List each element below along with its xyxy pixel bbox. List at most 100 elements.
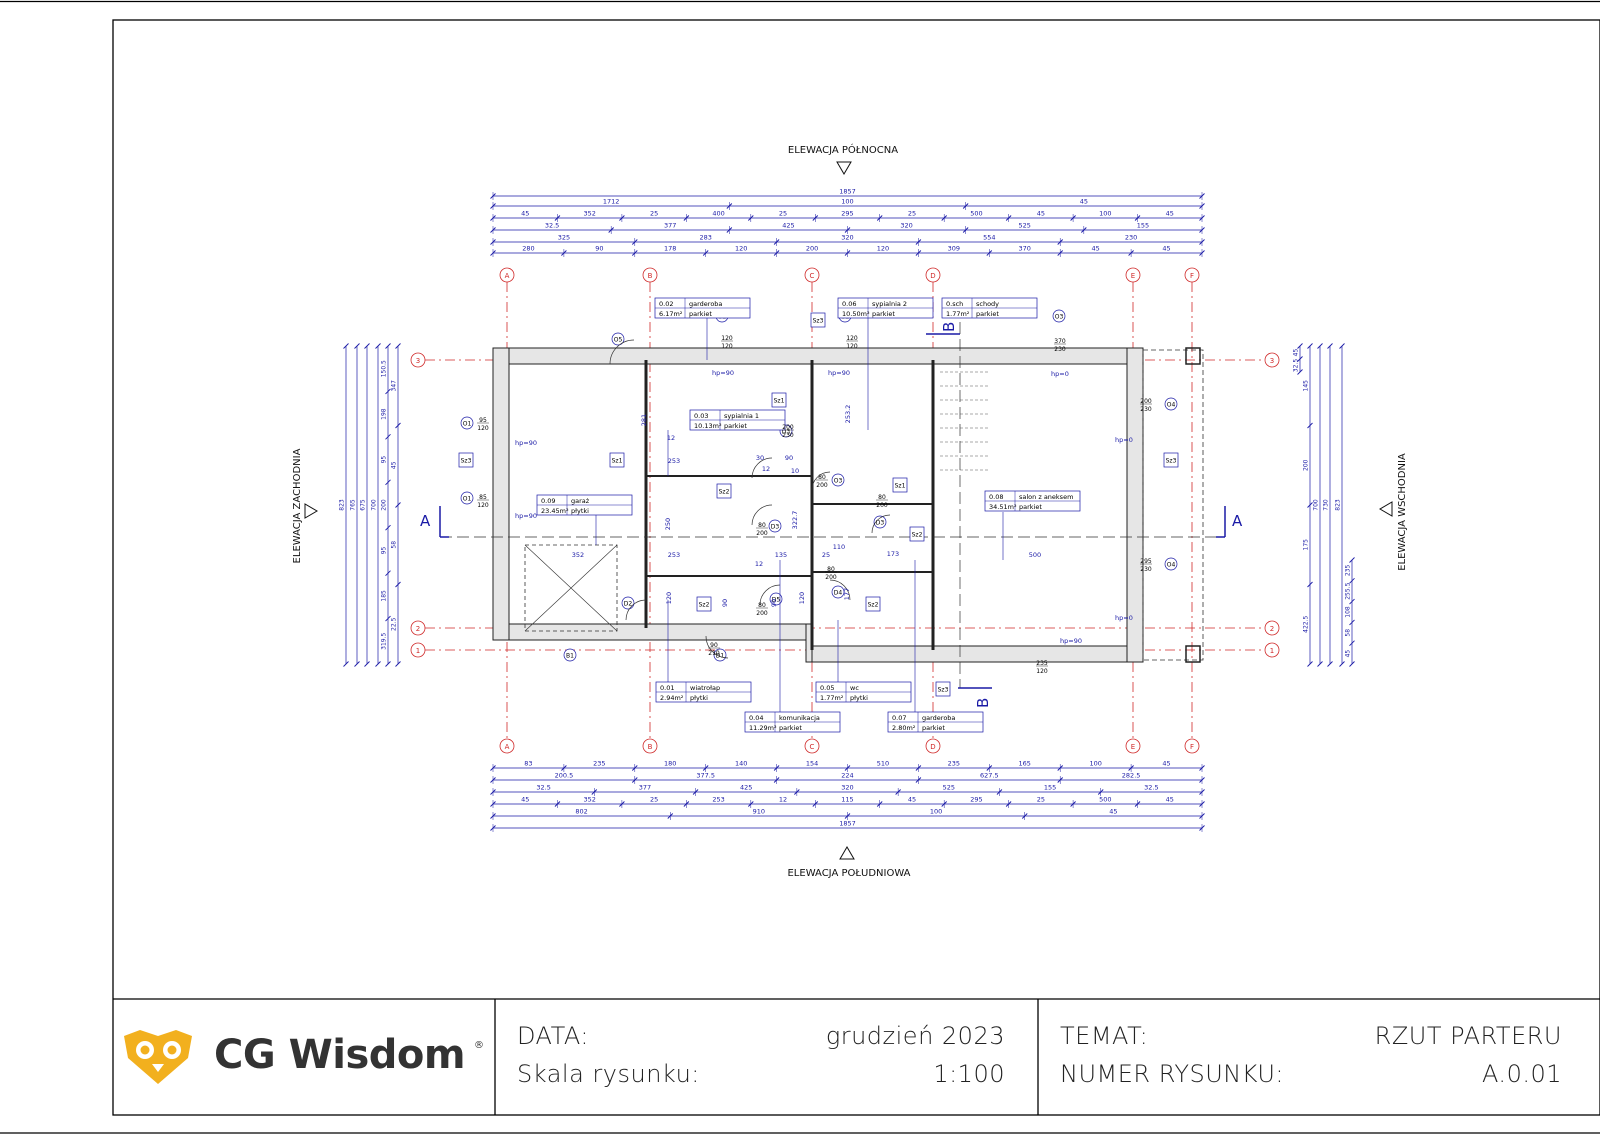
dimension-label: 295 <box>970 796 982 804</box>
room-name: sypialnia 1 <box>724 412 759 420</box>
room-name: komunikacja <box>779 714 820 722</box>
opening-label: D2 <box>624 601 633 608</box>
dimension-label: 90 <box>595 245 603 253</box>
axis-letter: C <box>810 272 815 280</box>
elevation-south-label: ELEWACJA POŁUDNIOWA <box>787 868 910 879</box>
axis-bubble <box>925 738 941 754</box>
room-number: 0.03 <box>694 412 708 420</box>
dimension-label: 525 <box>1019 222 1031 230</box>
dimension-label: 253 <box>712 796 724 804</box>
dimension-label: 178 <box>664 245 676 253</box>
dimension-tick <box>1349 598 1355 605</box>
symbol-box <box>865 596 881 612</box>
dimension-label: 155 <box>1137 222 1149 230</box>
opening-width: 120 <box>721 335 733 342</box>
room-area: 6.17m² <box>659 310 683 318</box>
dimension-tick <box>1317 343 1323 349</box>
symbol-label: Sz3 <box>938 687 949 694</box>
scale-value: 1:100 <box>933 1060 1005 1088</box>
opening-height: 210 <box>708 650 720 657</box>
opening-width: 200 <box>1140 398 1152 405</box>
opening-label: B1 <box>566 653 574 660</box>
dimension-label: 25 <box>908 210 916 218</box>
room-area: 11.29m² <box>749 724 777 732</box>
opening-label: D3 <box>782 429 791 436</box>
dimension-label-vertical: 700 <box>1313 499 1320 511</box>
dimension-label-vertical: 319.5 <box>381 633 388 650</box>
interior-dimension: 352 <box>572 551 584 559</box>
floor-level-marker: hp=90 <box>515 439 537 447</box>
dimension-tick <box>1339 661 1345 667</box>
dimension-label: 1857 <box>839 188 856 196</box>
opening-height: 230 <box>1140 566 1152 573</box>
floor-level-marker: hp=90 <box>1060 637 1082 645</box>
dimension-label-vertical: 730 <box>1323 499 1330 511</box>
floor-level-marker: hp=0 <box>1115 436 1133 444</box>
opening-marker <box>873 515 887 529</box>
wall-south-west <box>492 623 807 641</box>
dimension-label-vertical: 45 <box>391 461 398 469</box>
door-swing <box>759 584 781 606</box>
axis-bubble <box>1264 352 1280 368</box>
dimension-label: 320 <box>841 784 853 792</box>
opening-marker <box>769 592 783 606</box>
dimension-label: 280 <box>522 245 534 253</box>
dimension-label: 510 <box>877 760 889 768</box>
elevation-east-label: ELEWACJA WSCHODNIA <box>1397 453 1408 571</box>
dimension-tick <box>385 615 391 622</box>
dimension-label: 235 <box>948 760 960 768</box>
dimension-label-vertical: 823 <box>1335 499 1342 511</box>
room-number: 0.sch <box>946 300 963 308</box>
dimension-label: 377 <box>639 784 651 792</box>
opening-marker <box>831 585 845 599</box>
dimension-label: 230 <box>1125 234 1137 242</box>
drawing-frame <box>112 19 1600 1116</box>
elevation-north-marker <box>836 161 852 175</box>
dimension-tick <box>385 570 391 576</box>
owl-logo-icon <box>124 1030 192 1084</box>
dimension-tick <box>364 343 370 349</box>
dimension-label: 100 <box>930 808 942 816</box>
room-floor: płytki <box>571 507 589 515</box>
dimension-label: 377.5 <box>696 772 715 780</box>
symbol-label: Sz3 <box>461 458 472 465</box>
opening-marker <box>713 648 727 662</box>
axis-letter: A <box>505 272 510 280</box>
dimension-label: 1712 <box>603 198 620 206</box>
room-floor: parkiet <box>976 310 999 318</box>
dimension-tick <box>364 661 370 667</box>
opening-marker <box>831 473 845 487</box>
room-floor: parkiet <box>724 422 747 430</box>
dimension-label-vertical: 255.5 <box>1345 582 1352 599</box>
section-label-a: A <box>1232 512 1243 530</box>
registered-mark: ® <box>474 1040 484 1051</box>
interior-dimension: 90 <box>721 599 729 607</box>
dimension-label: 165 <box>1019 760 1031 768</box>
dimension-label: 45 <box>1037 210 1045 218</box>
room-number: 0.04 <box>749 714 763 722</box>
room-number: 0.07 <box>892 714 906 722</box>
interior-dimension: 12 <box>667 434 675 442</box>
dimension-tick <box>385 479 391 486</box>
room-floor: parkiet <box>1019 503 1042 511</box>
dimension-tick <box>1317 661 1323 667</box>
dimension-label: 1857 <box>839 820 856 828</box>
opening-height: 200 <box>825 574 837 581</box>
room-area: 34.51m² <box>989 503 1017 511</box>
dimension-label: 320 <box>841 234 853 242</box>
dimension-label-vertical: 765 <box>350 499 357 511</box>
interior-dimension: 177 <box>843 588 851 600</box>
dimension-label: 425 <box>782 222 794 230</box>
dimension-label: 910 <box>753 808 765 816</box>
opening-label: O1 <box>463 496 472 503</box>
axis-bubble <box>1125 738 1141 754</box>
